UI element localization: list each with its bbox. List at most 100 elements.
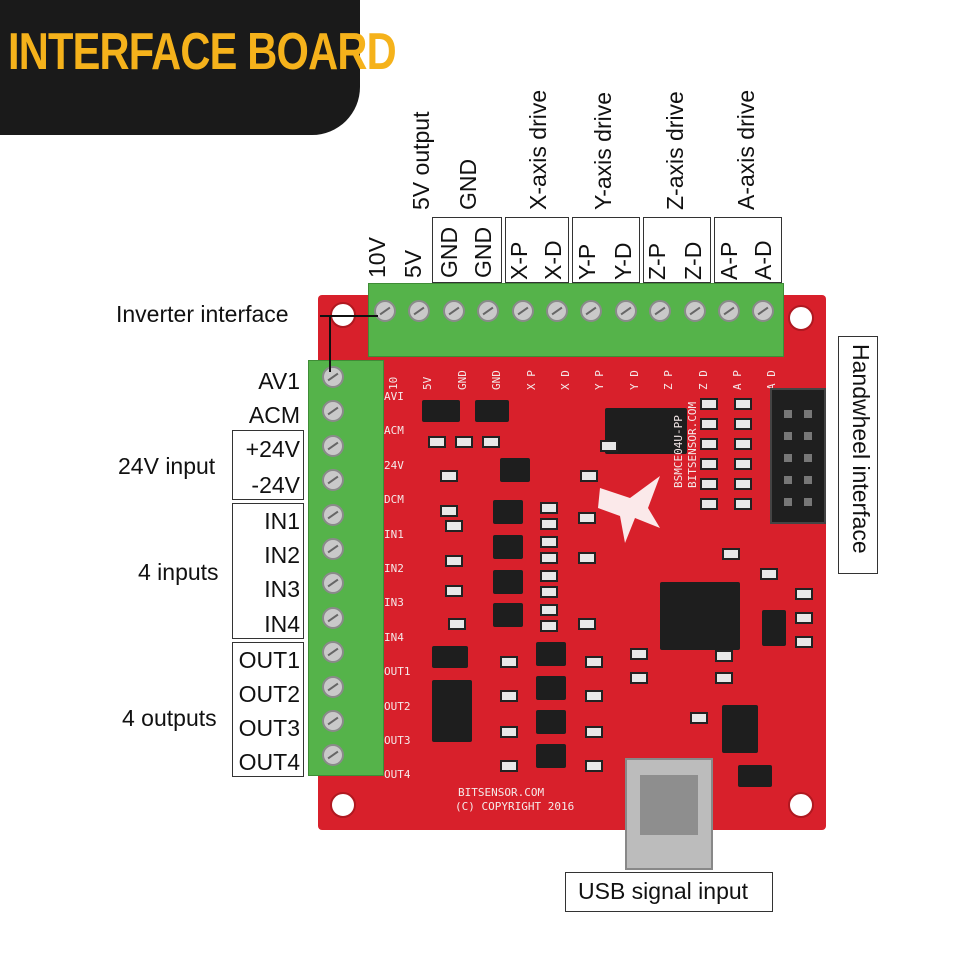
handwheel-box [838, 336, 878, 574]
label-av1: AV1 [258, 368, 300, 394]
smd-resistor-34 [700, 458, 718, 470]
terminal-screw-left-12 [322, 744, 344, 767]
terminal-screw-left-9 [322, 641, 344, 664]
optocoupler-8 [536, 744, 566, 768]
silk-site: BITSENSOR.COM [686, 401, 699, 488]
smd-resistor-10 [540, 502, 558, 514]
silk-left-1: AVI [384, 390, 404, 403]
terminal-screw-top-4 [477, 300, 500, 322]
label-ap: A-P [716, 241, 742, 280]
smd-resistor-4 [440, 470, 458, 482]
label-xp: X-P [506, 241, 532, 280]
header-pin-5 [784, 454, 792, 462]
header-pin-10 [804, 498, 812, 506]
label-gnd-group: GND [455, 158, 481, 210]
silk-left-4: DCM [384, 493, 404, 507]
smd-resistor-32 [700, 418, 718, 430]
smd-resistor-44 [760, 568, 778, 580]
terminal-screw-left-6 [322, 538, 344, 560]
silk-top-2: 5V [421, 376, 435, 390]
header-pin-2 [804, 410, 812, 418]
label-minus-24v: -24V [251, 472, 300, 498]
smd-resistor-45 [795, 588, 813, 600]
smd-resistor-24 [500, 760, 518, 772]
silk-top-6: X D [559, 370, 572, 390]
label-acm: ACM [248, 402, 300, 428]
silk-top-9: Z P [662, 370, 676, 390]
label-yd: Y-D [610, 242, 636, 281]
label-in3: IN3 [264, 576, 300, 602]
optocoupler-top [500, 458, 530, 482]
label-usb-signal-input: USB signal input [578, 878, 749, 904]
smd-resistor-46 [795, 612, 813, 624]
label-in2: IN2 [264, 542, 300, 568]
label-yp: Y-P [574, 243, 600, 280]
label-z-axis-drive: Z-axis drive [662, 91, 688, 210]
header-pin-3 [784, 432, 792, 440]
optocoupler-5 [536, 642, 566, 666]
smd-resistor-27 [585, 726, 603, 738]
label-4-outputs: 4 outputs [122, 705, 217, 731]
inputs-box [232, 503, 304, 639]
silk-top-11: A P [731, 370, 744, 390]
inverter-leader-line [320, 315, 378, 372]
silk-copyright-2: (C) COPYRIGHT 2016 [455, 800, 575, 813]
silk-top-4: GND [490, 370, 504, 390]
header-pin-4 [804, 432, 812, 440]
smd-resistor-20 [578, 618, 596, 630]
label-a-axis-drive: A-axis drive [733, 89, 759, 210]
smd-resistor-16 [540, 604, 558, 616]
smd-resistor-38 [734, 418, 752, 430]
smd-resistor-28 [585, 760, 603, 772]
smd-resistor-2 [455, 436, 473, 448]
smd-resistor-13 [540, 552, 558, 564]
label-plus-24v: +24V [245, 436, 300, 462]
terminal-screw-top-10 [683, 300, 706, 322]
title-banner [0, 0, 360, 135]
terminal-screw-left-8 [322, 606, 344, 629]
smd-resistor-30 [580, 470, 598, 482]
silk-left-3: 24V [384, 458, 404, 472]
smd-resistor-52 [690, 712, 708, 724]
header-pin-9 [784, 498, 792, 506]
header-pin-7 [784, 476, 792, 484]
smd-resistor-47 [795, 636, 813, 648]
smd-resistor-18 [578, 512, 596, 524]
label-in4: IN4 [264, 611, 300, 637]
terminal-screw-top-9 [649, 300, 672, 322]
terminal-screw-left-2 [322, 400, 344, 423]
smd-resistor-39 [734, 438, 752, 450]
smd-resistor-15 [540, 586, 558, 598]
header-pin-8 [804, 476, 812, 484]
silk-left-7: IN3 [384, 596, 404, 610]
smd-resistor-37 [734, 398, 752, 410]
smd-resistor-12 [540, 536, 558, 548]
smd-resistor-19 [578, 552, 596, 564]
terminal-screw-top-12 [752, 300, 775, 322]
diode-1 [422, 400, 460, 422]
gnd-box [432, 217, 502, 283]
terminal-screw-top-3 [442, 300, 465, 322]
x-axis-box [505, 217, 569, 283]
handwheel-connector [770, 388, 826, 524]
silk-left-8: IN4 [384, 630, 404, 644]
mount-hole-tr [788, 305, 814, 331]
terminal-screw-left-7 [322, 572, 344, 595]
label-out2: OUT2 [238, 681, 300, 707]
driver-ic [605, 408, 687, 454]
z-axis-box [643, 217, 711, 283]
silk-top-7: Y P [593, 370, 607, 390]
smd-resistor-43 [722, 548, 740, 560]
optocoupler-6 [536, 676, 566, 700]
label-xd: X-D [540, 240, 566, 280]
label-gnd-2: GND [470, 226, 496, 278]
terminal-screw-top-11 [718, 300, 740, 322]
label-4-inputs: 4 inputs [138, 559, 219, 585]
silk-copyright-1: BITSENSOR.COM [458, 786, 545, 799]
header-pin-1 [784, 410, 792, 418]
terminal-screw-top-5 [511, 300, 534, 322]
smd-resistor-6 [445, 520, 463, 532]
24v-box [232, 430, 304, 500]
label-out4: OUT4 [238, 749, 300, 775]
label-inverter-interface: Inverter interface [116, 301, 289, 327]
